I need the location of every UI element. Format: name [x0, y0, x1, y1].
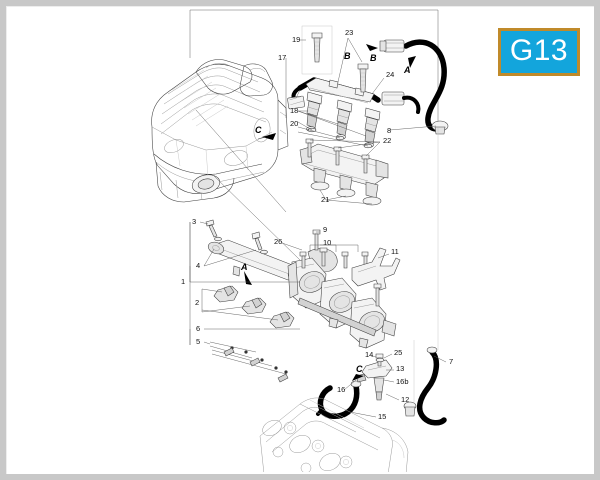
callout-4: 4 — [196, 261, 201, 270]
callout-2: 2 — [195, 298, 200, 307]
leader-lines — [189, 37, 447, 418]
callout-16: 16 — [337, 385, 346, 394]
callout-21: 21 — [321, 195, 330, 204]
clamps-2-illustration — [213, 285, 295, 329]
engine-block-illustration — [259, 397, 409, 472]
callout-25: 25 — [394, 348, 403, 357]
callout-26: 26 — [274, 237, 283, 246]
callout-15: 15 — [378, 412, 387, 421]
section-marker-a-rail: A — [241, 262, 248, 272]
screws-5-illustration — [209, 341, 289, 383]
section-marker-c-hose: C — [356, 364, 363, 374]
callout-1: 1 — [181, 277, 186, 286]
bracket-13-illustration — [352, 353, 393, 401]
callout-23: 23 — [345, 28, 354, 37]
callout-6: 6 — [196, 324, 201, 333]
breather-hose-right-illustration — [403, 346, 447, 426]
callout-5: 5 — [196, 337, 201, 346]
callout-18: 18 — [290, 106, 299, 115]
callout-20-visible: 20 — [290, 119, 299, 128]
callout-12: 12 — [401, 395, 410, 404]
callout-9: 9 — [323, 225, 328, 234]
diagram-frame — [6, 6, 594, 474]
callout-14: 14 — [365, 350, 374, 359]
group-code-label: G13 — [509, 34, 569, 67]
section-marker-c-cover: C — [255, 125, 262, 135]
callout-17: 17 — [278, 53, 287, 62]
callout-7: 7 — [449, 357, 454, 366]
callout-19: 19 — [292, 35, 301, 44]
fuel-rail-assembly-illustration — [287, 77, 381, 148]
bolt-19-illustration — [301, 25, 333, 75]
intake-manifold-illustration — [299, 127, 389, 206]
bolt-23-illustration — [357, 63, 369, 93]
section-marker-a-hose: A — [404, 65, 411, 75]
bracket-11-illustration — [351, 247, 401, 307]
callout-10: 10 — [323, 238, 332, 247]
throttle-body-assembly-illustration — [287, 257, 397, 349]
callout-16-b: 16b — [396, 377, 409, 386]
fuel-hose-illustration — [366, 39, 449, 135]
callout-13: 13 — [396, 364, 405, 373]
callout-24: 24 — [386, 70, 395, 79]
section-marker-b-bolt: B — [344, 51, 351, 61]
group-code-badge: G13 — [498, 28, 580, 76]
bolts-9-10-illustration — [299, 229, 369, 269]
callout-8: 8 — [387, 126, 392, 135]
engine-head-cover-illustration — [151, 59, 289, 203]
callout-11: 11 — [391, 247, 399, 256]
section-marker-b-fitting: B — [370, 53, 377, 63]
callout-3: 3 — [192, 217, 197, 226]
callout-22: 22 — [383, 136, 392, 145]
